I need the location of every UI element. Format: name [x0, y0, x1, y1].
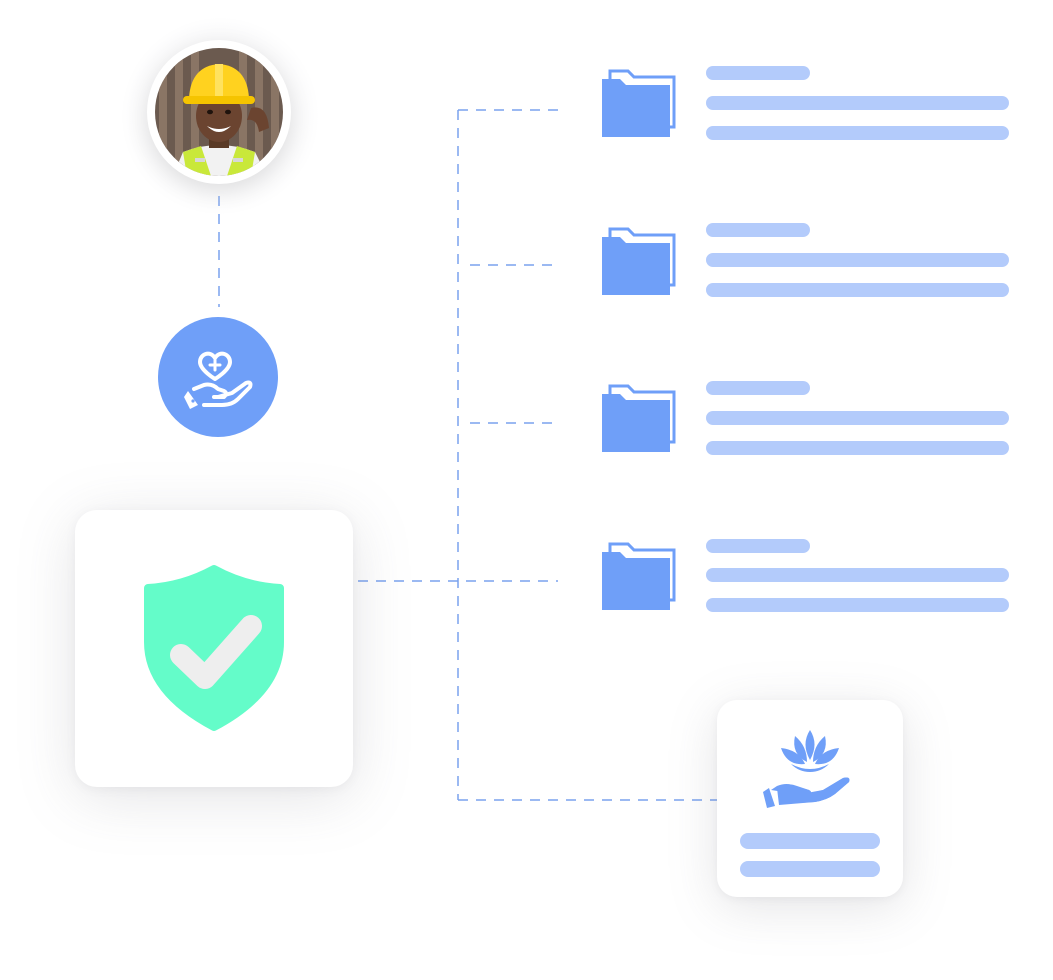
hand-lotus-icon — [763, 730, 850, 808]
worker-avatar-image — [155, 48, 283, 176]
folder-4-line-2 — [706, 598, 1009, 612]
folder-icon — [602, 384, 676, 452]
folder-icon — [602, 69, 676, 137]
lotus-card-line-2 — [740, 861, 880, 877]
folder-3-line-2 — [706, 441, 1009, 455]
avatar — [147, 40, 291, 184]
care-circle — [158, 317, 278, 437]
folder-2-title-bar — [706, 223, 810, 237]
shield-card — [75, 510, 353, 787]
folder-1-line-1 — [706, 96, 1009, 110]
folder-icon — [602, 227, 676, 295]
folder-icon — [602, 542, 676, 610]
lotus-card — [717, 700, 903, 897]
lotus-card-line-1 — [740, 833, 880, 849]
shield-check-icon — [144, 565, 284, 731]
folder-1-line-2 — [706, 126, 1009, 140]
folder-2-line-2 — [706, 283, 1009, 297]
folder-1-title-bar — [706, 66, 810, 80]
folder-3-line-1 — [706, 411, 1009, 425]
hand-heart-plus-icon — [184, 351, 253, 409]
folder-4-line-1 — [706, 568, 1009, 582]
folder-4-title-bar — [706, 539, 810, 553]
folder-2-line-1 — [706, 253, 1009, 267]
folder-3-title-bar — [706, 381, 810, 395]
